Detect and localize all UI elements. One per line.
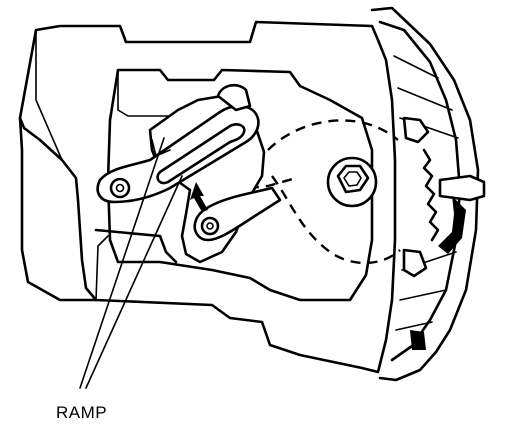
bezel-bracket-top	[402, 116, 430, 144]
housing-outline	[18, 20, 397, 374]
inner-panel-lip	[117, 69, 187, 117]
gear-teeth	[422, 148, 440, 242]
gear-sector-dashed	[267, 119, 399, 151]
hex-nut-icon	[336, 164, 370, 194]
ramp-step	[151, 139, 171, 157]
callout-label-ramp: RAMP	[56, 403, 108, 422]
arm-slot	[156, 123, 246, 185]
bezel-rib-1	[393, 55, 439, 79]
direction-arrow-icon	[190, 182, 208, 212]
slotted-arm	[96, 104, 260, 204]
rotation-arrow-icon	[438, 196, 466, 254]
inner-panel	[106, 68, 374, 302]
link-pin	[200, 216, 220, 236]
callout-leader-2	[85, 175, 183, 389]
arm-pivot-hole	[115, 183, 125, 193]
bezel-outer	[370, 6, 480, 382]
bezel-clip	[410, 330, 426, 350]
cam-top-tab	[216, 83, 252, 112]
hex-socket	[343, 171, 362, 187]
callout-leader-1	[79, 137, 165, 389]
housing-left-inner-edge	[35, 29, 63, 161]
gear-spindle	[438, 174, 486, 202]
housing-left-face	[18, 116, 98, 302]
bezel-rib-6	[395, 321, 433, 331]
gear-sector-dashed-link	[231, 176, 297, 192]
lower-shelf-edge	[95, 235, 109, 301]
bezel-rib-5	[399, 289, 447, 301]
lower-shelf	[94, 228, 178, 264]
bezel-rib-2	[397, 87, 453, 111]
link-pin-hole	[206, 222, 214, 230]
arm-pivot	[109, 177, 131, 199]
bezel-bracket-bottom	[402, 248, 428, 278]
